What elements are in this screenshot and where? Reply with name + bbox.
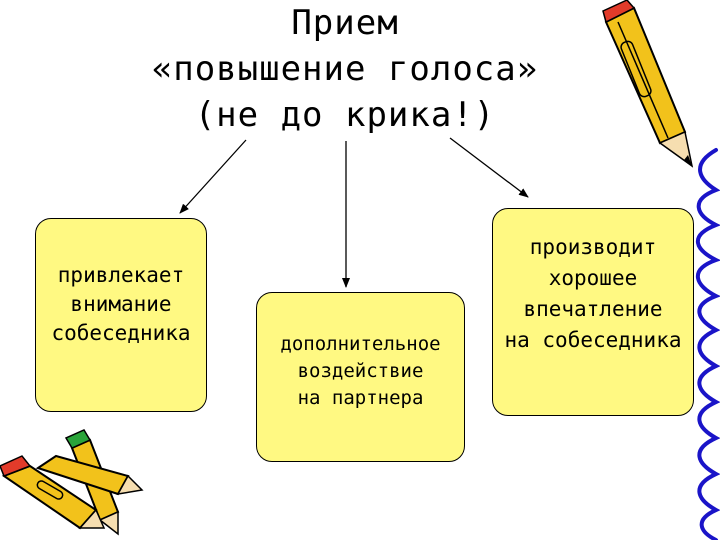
box-attracts-attention: привлекает внимание собеседника (35, 218, 207, 412)
box-right-line-3: впечатление (523, 297, 663, 321)
box-additional-influence: дополнительное воздействие на партнера (256, 292, 465, 462)
box-middle-line-1: дополнительное (280, 332, 441, 355)
arrow-right (449, 137, 529, 198)
title-line-3: (не до крика!) (194, 95, 496, 135)
title-line-1: Прием (291, 3, 399, 43)
slide-title: Прием «повышение голоса» (не до крика!) (80, 0, 610, 138)
box-left-line-2: внимание (70, 291, 172, 316)
box-right-line-4: на собеседника (504, 328, 682, 352)
arrow-left (179, 139, 247, 214)
box-right-line-2: хорошее (548, 266, 638, 290)
box-right-line-1: производит (529, 235, 657, 259)
box-left-line-1: привлекает (57, 262, 185, 287)
crossed-pencils-icon (0, 429, 144, 536)
title-line-2: «повышение голоса» (151, 49, 539, 89)
box-good-impression: производит хорошее впечатление на собесе… (492, 208, 694, 416)
box-middle-line-2: воздействие (297, 359, 424, 382)
pencil-icon (602, 0, 694, 168)
squiggle-line (695, 148, 720, 540)
box-left-line-3: собеседника (51, 320, 191, 345)
box-middle-line-3: на партнера (297, 386, 424, 409)
